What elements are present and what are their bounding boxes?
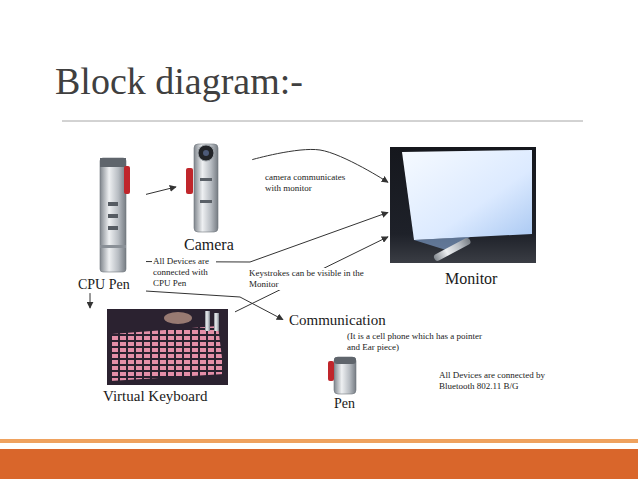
connector-arrow — [146, 291, 283, 320]
monitor-node: Monitor — [388, 145, 538, 288]
communication-node: Communication (It is a cell phone which h… — [283, 310, 508, 352]
lens-glass — [203, 150, 209, 156]
camera-node: Camera — [176, 136, 252, 254]
title-holder: Block diagram:- — [55, 60, 303, 104]
pen-clip — [328, 361, 334, 381]
label-holder: All Devices are connected by Bluetooth 8… — [438, 370, 560, 392]
cpu-pen-node: CPU Pen — [76, 156, 146, 293]
camera-clip — [186, 168, 193, 194]
node-label: Camera — [184, 236, 234, 254]
connector-arrow — [90, 293, 91, 308]
camera-body — [194, 144, 218, 232]
camera-button — [200, 178, 212, 181]
edge-label: Keystrokes can be visible in the Monitor — [248, 268, 388, 290]
node-label: Communication — [289, 312, 386, 329]
slide-title: Block diagram:- — [55, 60, 303, 104]
note-label: All Devices are connected by Bluetooth 8… — [438, 370, 560, 392]
hand — [164, 312, 192, 324]
footer-band — [0, 449, 638, 479]
monitor-illustration — [390, 147, 536, 263]
note-label: All Devices are connected with CPU Pen — [152, 256, 216, 289]
title-rule — [62, 121, 583, 122]
small-pen — [214, 313, 219, 331]
camera-illustration — [186, 144, 218, 232]
pen-button — [108, 214, 118, 218]
node-label: Monitor — [445, 270, 497, 288]
node-label: CPU Pen — [78, 277, 130, 293]
pen-cap — [334, 357, 356, 364]
node-label: Pen — [334, 396, 355, 412]
pen-button — [108, 202, 118, 206]
node-note: (It is a cell phone which has a pointer … — [347, 331, 497, 352]
camera-button — [200, 200, 212, 203]
connector-arrow — [146, 187, 176, 194]
pen-node: Pen — [322, 354, 367, 412]
edge-label-holder: Keystrokes can be visible in the Monitor — [248, 268, 388, 290]
communication-pen-illustration — [328, 357, 356, 394]
pen-body — [100, 158, 126, 272]
projected-screen — [402, 150, 532, 240]
pen-body — [334, 357, 356, 394]
edge-label: camera communicates with monitor — [264, 172, 354, 194]
projector-pen — [433, 237, 472, 262]
pen-band — [100, 245, 126, 248]
accent-line — [0, 439, 638, 443]
keyboard-photo — [107, 309, 228, 385]
cpu-pen-illustration — [100, 158, 130, 272]
node-label: Virtual Keyboard — [103, 388, 207, 405]
camera-lens — [198, 145, 214, 161]
small-pen — [205, 311, 210, 331]
edge-label-holder: camera communicates with monitor — [264, 172, 354, 194]
pen-cap — [100, 158, 126, 167]
pen-clip — [124, 166, 130, 194]
monitor-backdrop — [390, 147, 536, 263]
projected-keys — [110, 326, 224, 381]
pen-button — [108, 226, 118, 230]
virtual-keyboard-node: Virtual Keyboard — [84, 308, 235, 405]
label-holder: All Devices are connected with CPU Pen — [152, 256, 216, 289]
connector-arrow — [235, 237, 388, 312]
virtual-keyboard-illustration — [107, 309, 228, 385]
